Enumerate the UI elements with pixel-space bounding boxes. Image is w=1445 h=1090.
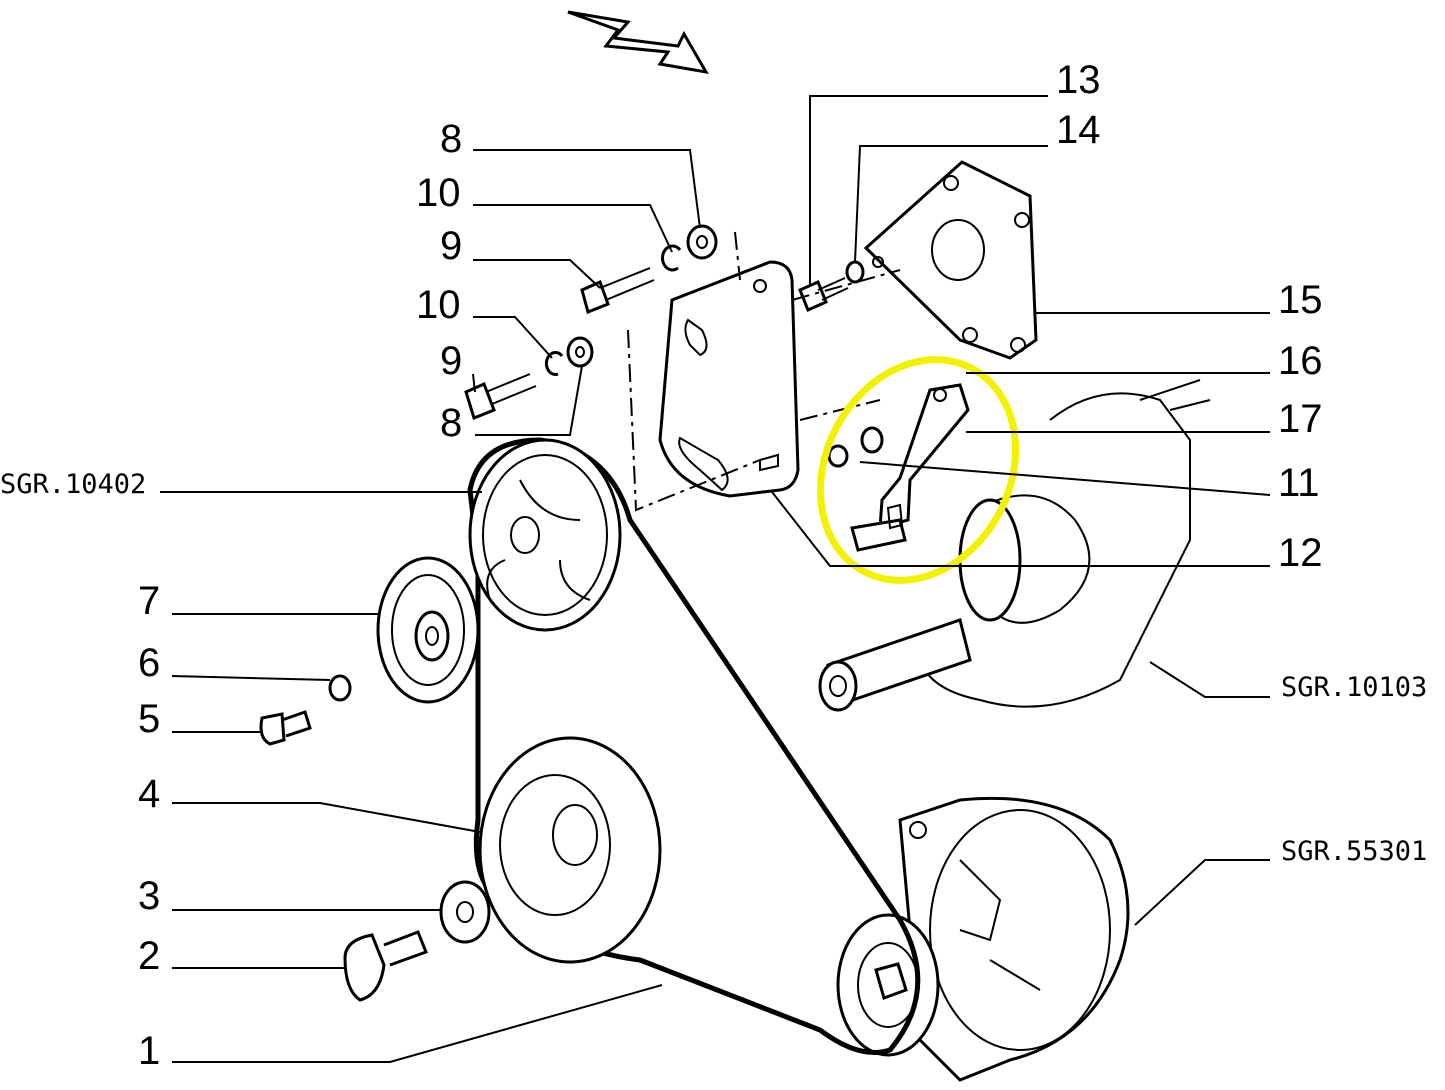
- callout-5: 5: [138, 697, 160, 741]
- callout-sgr-10402: SGR.10402: [0, 469, 146, 500]
- callout-17: 17: [1278, 397, 1323, 441]
- callout-11: 11: [1278, 461, 1320, 505]
- crankshaft-sgr-10103: [818, 379, 1211, 712]
- callout-15: 15: [1278, 278, 1323, 322]
- bolt-13: [798, 260, 865, 313]
- callout-8-top: 8: [440, 117, 462, 161]
- callout-4: 4: [138, 772, 160, 816]
- callout-8-bottom: 8: [440, 401, 462, 445]
- callout-sgr-10103: SGR.10103: [1281, 672, 1427, 703]
- alternator-sgr-55301: [836, 796, 1130, 1082]
- callout-10-top: 10: [416, 171, 461, 215]
- bolts-and-washers: [464, 224, 718, 420]
- bolt-2: [343, 930, 428, 1002]
- crankshaft-pulley-4: [478, 736, 662, 964]
- callout-3: 3: [138, 874, 160, 918]
- mounting-plate-15: [863, 160, 1038, 360]
- callout-6: 6: [138, 641, 160, 685]
- callout-2: 2: [138, 934, 160, 978]
- washer-6: [328, 674, 352, 702]
- highlight-circle: [816, 356, 1020, 584]
- idler-pulley-7: [376, 556, 480, 704]
- bolt-5: [259, 710, 312, 746]
- callout-9-top: 9: [440, 224, 462, 268]
- callout-12: 12: [1278, 531, 1323, 575]
- callout-14: 14: [1056, 108, 1101, 152]
- callout-10-bottom: 10: [416, 283, 461, 327]
- tensioner-bracket-plate: [658, 260, 800, 498]
- callout-1: 1: [138, 1029, 160, 1073]
- water-pump-pulley-sgr-10402: [468, 438, 622, 632]
- callout-13: 13: [1056, 58, 1101, 102]
- callout-9-bottom: 9: [440, 339, 462, 383]
- leader-lines: [160, 95, 1271, 1063]
- callout-7: 7: [138, 579, 160, 623]
- tensioner-arm-16-17: [827, 383, 970, 552]
- direction-arrow: [567, 10, 709, 75]
- callout-sgr-55301: SGR.55301: [1281, 836, 1427, 867]
- callout-16: 16: [1278, 339, 1323, 383]
- washer-3: [439, 880, 491, 944]
